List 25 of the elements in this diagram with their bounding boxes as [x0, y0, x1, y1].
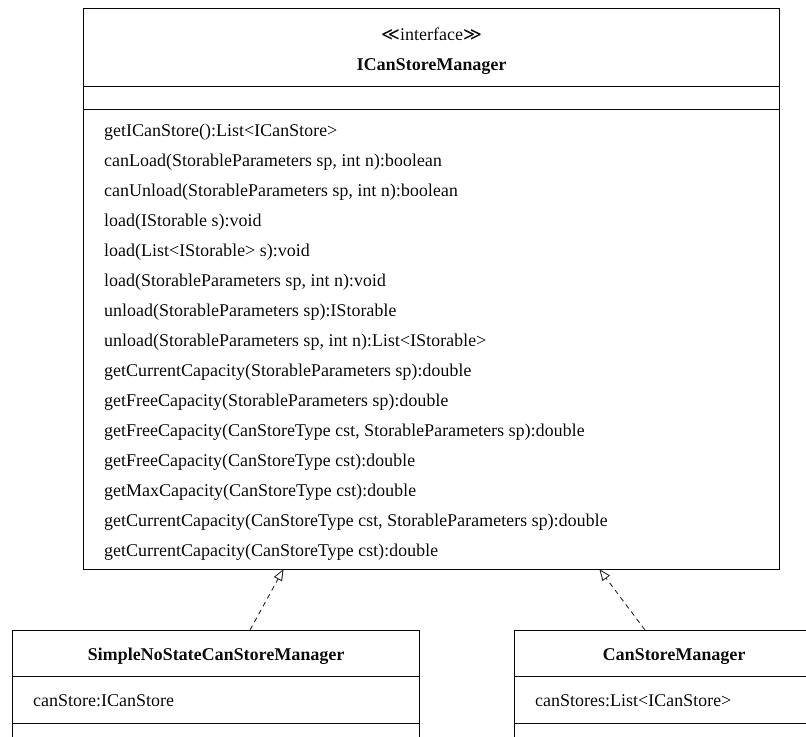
method-text: getFreeCapacity(CanStoreType cst, StorableParameters sp):double — [103, 419, 585, 442]
class-name: SimpleNoStateCanStoreManager — [86, 643, 346, 666]
attribute-text: canStore:ICanStore — [32, 689, 174, 712]
realization-arrow — [250, 570, 284, 630]
class-box — [83, 8, 780, 570]
method-text: getFreeCapacity(CanStoreType cst):double — [103, 449, 416, 472]
method-text: load(IStorable s):void — [103, 209, 262, 232]
method-text: load(List<IStorable> s):void — [103, 239, 310, 262]
class-box — [12, 630, 420, 737]
method-text: load(StorableParameters sp, int n):void — [103, 269, 386, 292]
method-text: getFreeCapacity(StorableParameters sp):double — [103, 389, 448, 412]
method-text: unload(StorableParameters sp):IStorable — [103, 299, 396, 322]
class-name: ICanStoreManager — [356, 53, 508, 76]
method-text: canLoad(StorableParameters sp, int n):boolean — [103, 149, 442, 172]
attribute-text: canStores:List<ICanStore> — [534, 689, 732, 712]
method-text: getCurrentCapacity(StorableParameters sp):double — [103, 359, 472, 382]
method-text: unload(StorableParameters sp, int n):List<IStorable> — [103, 329, 486, 352]
stereotype-label: ≪interface≫ — [380, 23, 483, 46]
method-text: getICanStore():List<ICanStore> — [103, 119, 338, 142]
method-text: getCurrentCapacity(CanStoreType cst, StorableParameters sp):double — [103, 509, 608, 532]
method-text: getMaxCapacity(CanStoreType cst):double — [103, 479, 416, 502]
class-name: CanStoreManager — [602, 643, 746, 666]
method-text: canUnload(StorableParameters sp, int n):boolean — [103, 179, 458, 202]
method-text: getCurrentCapacity(CanStoreType cst):double — [103, 539, 438, 562]
realization-arrow — [600, 570, 646, 630]
